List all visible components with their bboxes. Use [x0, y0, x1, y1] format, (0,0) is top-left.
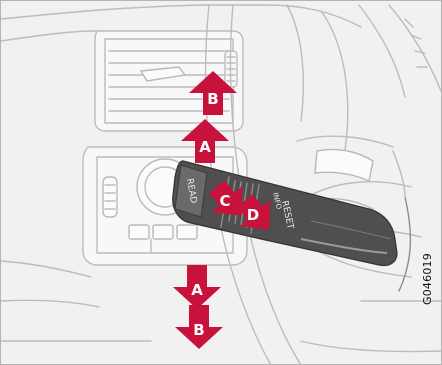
figure-code: G046019 — [421, 253, 434, 305]
arrow-b-down: B — [175, 305, 223, 349]
arrow-b-up-label: B — [207, 90, 218, 108]
arrow-a-down-label: A — [191, 281, 203, 299]
arrow-d-label: D — [247, 206, 259, 224]
arrow-c-label: C — [219, 192, 230, 210]
arrow-a-down: A — [173, 265, 221, 309]
arrow-b-down-label: B — [193, 321, 204, 339]
arrow-a-up-label: A — [199, 138, 211, 156]
